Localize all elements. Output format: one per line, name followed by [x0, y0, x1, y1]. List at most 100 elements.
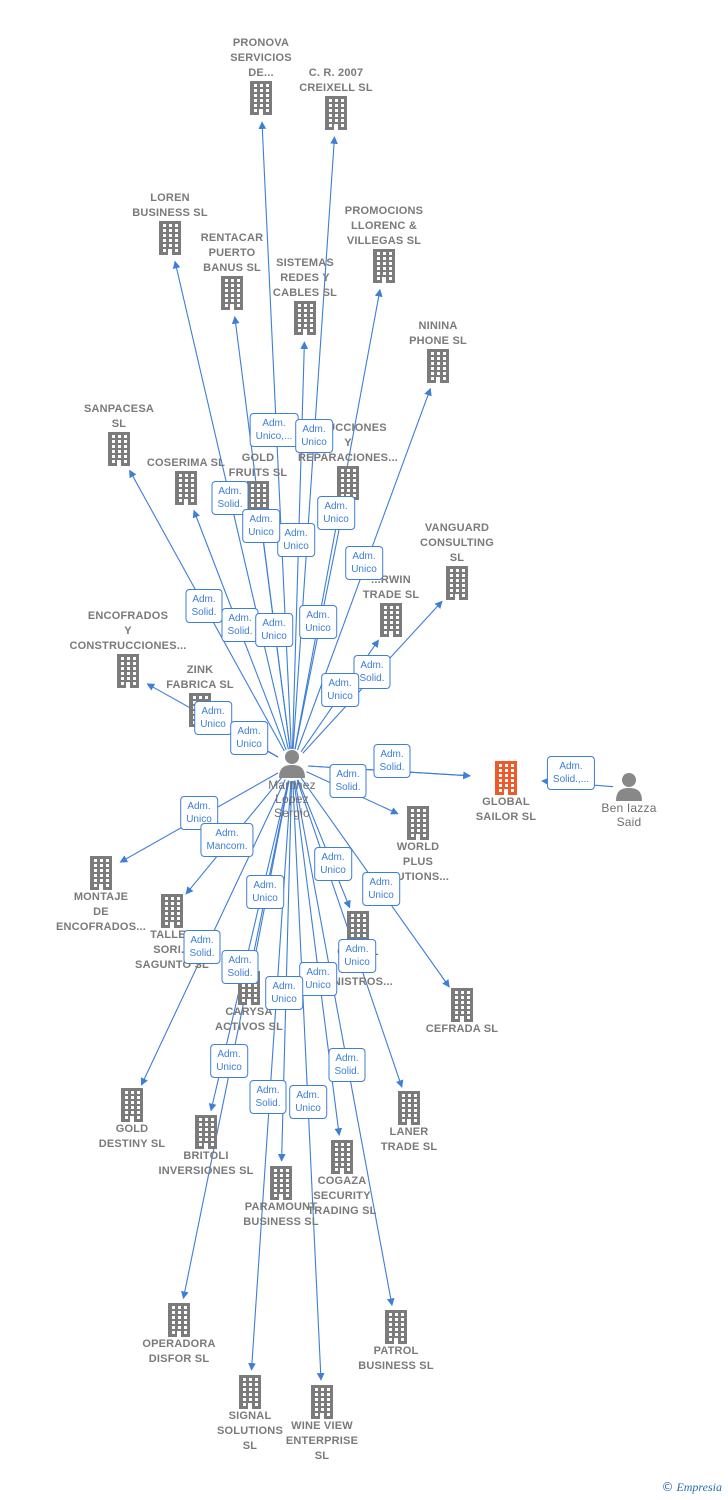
node-label: NININA PHONE SL [409, 320, 467, 347]
building-icon [121, 1088, 143, 1122]
node-label: PRONOVA SERVICIOS DE... [230, 37, 292, 79]
node-pronova[interactable]: PRONOVA SERVICIOS DE... [201, 36, 321, 115]
node-label: OPERADORA DISFOR SL [142, 1338, 216, 1365]
building-icon [168, 1303, 190, 1337]
node-laner[interactable]: LANER TRADE SL [349, 1091, 469, 1155]
node-label: MONTAJE DE ENCOFRADOS... [56, 891, 146, 933]
edge-label[interactable]: Adm. Unico [230, 721, 268, 755]
building-icon [221, 276, 243, 310]
building-icon [398, 1091, 420, 1125]
node-paramount[interactable]: PARAMOUNT BUSINESS SL [221, 1166, 341, 1230]
building-icon [427, 349, 449, 383]
edge-label[interactable]: Adm. Solid. [221, 608, 259, 642]
node-sanpacesa[interactable]: SANPACESA SL [59, 402, 179, 466]
node-sistemas[interactable]: SISTEMAS REDES Y CABLES SL [245, 256, 365, 335]
edge-label[interactable]: Adm. Solid. [353, 655, 391, 689]
node-promocions[interactable]: PROMOCIONS LLORENC & VILLEGAS SL [324, 204, 444, 283]
node-taller[interactable]: TALLER SORI... SAGUNTO SL [112, 894, 232, 973]
node-fgold[interactable]: F... GOLD FRUITS SL [198, 436, 318, 515]
node-wineview[interactable]: WINE VIEW ENTERPRISE SL [262, 1385, 382, 1464]
node-global[interactable]: GLOBAL SAILOR SL [446, 761, 566, 825]
node-cefrada[interactable]: CEFRADA SL [402, 988, 522, 1037]
edge-label[interactable]: Adm. Solid. [221, 950, 259, 984]
node-label: WORLD PLUS ...UTIONS... [386, 841, 450, 883]
edge-label[interactable]: Adm. Unico [345, 546, 383, 580]
node-label: CEFRADA SL [425, 1023, 499, 1035]
node-ninina[interactable]: NININA PHONE SL [378, 319, 498, 383]
edge-label[interactable]: Adm. Solid. [183, 930, 221, 964]
building-icon [451, 988, 473, 1022]
building-icon [407, 806, 429, 840]
building-icon [380, 603, 402, 637]
edge-label[interactable]: Adm. Unico [277, 523, 315, 557]
edge-label[interactable]: Adm. Unico [321, 673, 359, 707]
building-icon [247, 481, 269, 515]
edge-label[interactable]: Adm. Unico [299, 962, 337, 996]
node-rentacar[interactable]: RENTACAR PUERTO BANUS SL [172, 231, 292, 310]
person-icon [279, 750, 305, 778]
node-montaje[interactable]: MONTAJE DE ENCOFRADOS... [41, 856, 161, 935]
building-icon [311, 1385, 333, 1419]
edge-label[interactable]: Adm. Unico [265, 976, 303, 1010]
node-cr2007[interactable]: C. R. 2007 CREIXELL SL [276, 66, 396, 130]
node-label: COGAZA SECURITY TRADING SL [307, 1175, 377, 1217]
building-icon [90, 856, 112, 890]
node-label: C. R. 2007 CREIXELL SL [299, 67, 373, 94]
person-icon [616, 773, 642, 801]
edge-label[interactable]: Adm. Solid. [249, 1080, 287, 1114]
building-icon [331, 1140, 353, 1174]
copyright-icon: © [661, 1480, 674, 1494]
edge-label[interactable]: Adm. Unico [295, 419, 333, 453]
edge-label[interactable]: Adm. Unico,... [249, 413, 299, 447]
node-label: WINE VIEW ENTERPRISE SL [285, 1420, 359, 1462]
watermark[interactable]: © Empresia [661, 1480, 722, 1495]
edge-label[interactable]: Adm. Solid.,... [546, 756, 596, 790]
edge-label[interactable]: Adm. Solid. [328, 1048, 366, 1082]
node-loren[interactable]: LOREN BUSINESS SL [110, 191, 230, 255]
edge-label[interactable]: Adm. Unico [338, 939, 376, 973]
brand-name: Empresia [676, 1480, 722, 1494]
node-label: BRITOLI INVERSIONES SL [158, 1150, 254, 1177]
edge-label[interactable]: Adm. Unico [314, 847, 352, 881]
edge-label[interactable]: Adm. Unico [210, 1044, 248, 1078]
edge-label[interactable]: Adm. Unico [299, 605, 337, 639]
edge-martinez-signal [248, 780, 292, 1371]
edge-label[interactable]: Adm. Solid. [185, 589, 223, 623]
edge-label[interactable]: Adm. Solid. [373, 744, 411, 778]
edge-label[interactable]: Adm. Mancom. [200, 823, 254, 857]
edge-martinez-operadora [181, 780, 290, 1300]
edge-label[interactable]: Adm. Solid. [329, 764, 367, 798]
edge-label[interactable]: Adm. Unico [194, 701, 232, 735]
building-icon [495, 761, 517, 795]
node-coserima[interactable]: COSERIMA SL [126, 456, 246, 505]
edge-label[interactable]: Adm. Solid. [211, 481, 249, 515]
node-darwin[interactable]: ...RWIN TRADE SL [331, 573, 451, 637]
node-label: GLOBAL SAILOR SL [475, 796, 537, 823]
node-martinez[interactable]: Martinez Lopez Sergio [232, 748, 352, 820]
node-encofrados[interactable]: ENCOFRADOS Y CONSTRUCCIONES... [68, 609, 188, 688]
edge-martinez-patrol [294, 780, 395, 1307]
building-icon [347, 911, 369, 945]
building-icon [117, 654, 139, 688]
node-cogaza[interactable]: COGAZA SECURITY TRADING SL [282, 1140, 402, 1219]
node-signal[interactable]: SIGNAL SOLUTIONS SL [190, 1375, 310, 1454]
node-patrol[interactable]: PATROL BUSINESS SL [336, 1310, 456, 1374]
node-world[interactable]: WORLD PLUS ...UTIONS... [358, 806, 478, 885]
edge-label[interactable]: Adm. Unico [289, 1085, 327, 1119]
node-benlazza[interactable]: Ben Iazza Said [569, 771, 689, 829]
edge-label[interactable]: Adm. Unico [255, 613, 293, 647]
building-icon [108, 432, 130, 466]
building-icon [294, 301, 316, 335]
node-label: CARYSA ACTIVOS SL [214, 1006, 283, 1033]
node-operadora[interactable]: OPERADORA DISFOR SL [119, 1303, 239, 1367]
edge-label[interactable]: Adm. Unico [317, 496, 355, 530]
node-golddestiny[interactable]: GOLD DESTINY SL [72, 1088, 192, 1152]
node-label: COSERIMA SL [146, 457, 226, 469]
edge-label[interactable]: Adm. Unico [242, 509, 280, 543]
node-britoli[interactable]: BRITOLI INVERSIONES SL [146, 1115, 266, 1179]
building-icon [195, 1115, 217, 1149]
edge-label[interactable]: Adm. Unico [362, 872, 400, 906]
edge-label[interactable]: Adm. Unico [246, 875, 284, 909]
node-vanguard[interactable]: VANGUARD CONSULTING SL [397, 521, 517, 600]
node-label: ZINK FABRICA SL [166, 664, 234, 691]
